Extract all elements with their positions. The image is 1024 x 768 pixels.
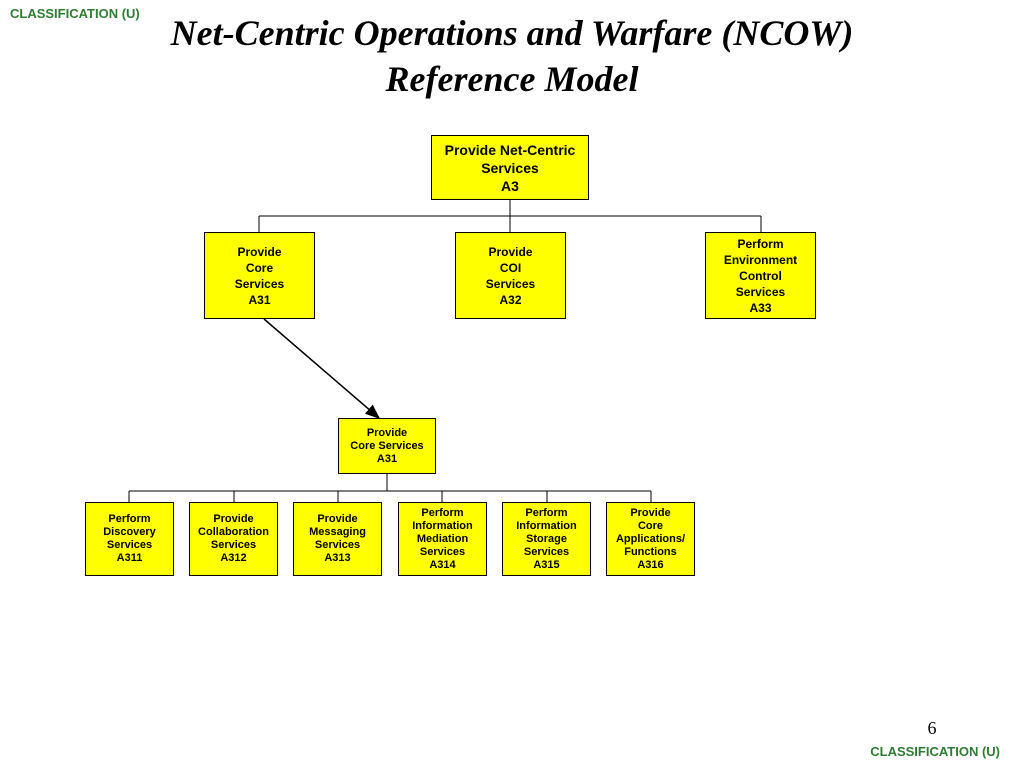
node-text: Discovery (103, 526, 156, 538)
node-a315-perform-information-storage-services: Perform Information Storage Services A31… (502, 502, 591, 576)
node-text: Provide (317, 513, 358, 525)
node-text: A31 (248, 292, 271, 307)
node-text: Control (739, 268, 782, 283)
node-a31-decomposition: Provide Core Services A31 (338, 418, 436, 474)
node-text: A316 (637, 558, 664, 571)
node-text: Services (314, 539, 361, 551)
node-text: Services (419, 545, 466, 558)
node-text: Functions (624, 545, 677, 558)
node-text: Services (481, 159, 539, 176)
node-text: Perform (108, 513, 151, 525)
node-text: Provide (237, 244, 282, 259)
node-text: A315 (533, 558, 560, 571)
node-text: Services (485, 276, 536, 291)
node-a33-perform-environment-control-services: Perform Environment Control Services A33 (705, 232, 816, 319)
node-text: Messaging (309, 526, 366, 538)
node-text: Services (523, 545, 570, 558)
page-title-line-2: Reference Model (385, 59, 639, 99)
node-text: A33 (749, 300, 772, 315)
node-a31-provide-core-services: Provide Core Services A31 (204, 232, 315, 319)
node-text: Core (637, 519, 664, 532)
node-text: Perform (737, 236, 784, 251)
node-text: Perform (421, 506, 464, 519)
node-a3-provide-net-centric-services: Provide Net-Centric Services A3 (431, 135, 589, 200)
node-text: COI (499, 260, 522, 275)
node-a32-provide-coi-services: Provide COI Services A32 (455, 232, 566, 319)
page-number: 6 (927, 718, 937, 738)
classification-banner-bottom: CLASSIFICATION (U) (870, 744, 1000, 759)
node-text: A31 (376, 452, 398, 465)
node-text: Services (735, 284, 786, 299)
node-text: A32 (499, 292, 522, 307)
node-text: Information (516, 519, 577, 532)
decomposition-arrow (263, 318, 381, 419)
node-text: Services (234, 276, 285, 291)
node-a314-perform-information-mediation-services: Perform Information Mediation Services A… (398, 502, 487, 576)
node-text: Mediation (416, 532, 469, 545)
node-text: Core (245, 260, 274, 275)
node-text: A314 (429, 558, 456, 571)
node-text: A312 (220, 552, 247, 564)
node-text: Applications/ (615, 532, 686, 545)
node-text: Provide (366, 426, 408, 439)
node-text: Provide (488, 244, 533, 259)
node-text: Perform (525, 506, 568, 519)
node-text: Information (412, 519, 473, 532)
node-text: Services (210, 539, 257, 551)
node-text: A311 (116, 552, 143, 564)
node-text: Environment (723, 252, 798, 267)
node-text: Provide Net-Centric (444, 141, 576, 158)
node-a312-provide-collaboration-services: Provide Collaboration Services A312 (189, 502, 278, 576)
node-a313-provide-messaging-services: Provide Messaging Services A313 (293, 502, 382, 576)
node-text: Collaboration (198, 526, 269, 538)
node-text: Storage (526, 532, 567, 545)
node-a316-provide-core-applications-functions: Provide Core Applications/ Functions A31… (606, 502, 695, 576)
node-text: Provide (213, 513, 254, 525)
node-text: Services (106, 539, 153, 551)
page-title-line-1: Net-Centric Operations and Warfare (NCOW… (170, 13, 854, 53)
node-text: Provide (630, 506, 671, 519)
node-a311-perform-discovery-services: Perform Discovery Services A311 (85, 502, 174, 576)
node-text: A313 (324, 552, 351, 564)
node-text: Core Services (350, 439, 424, 452)
classification-banner-top: CLASSIFICATION (U) (10, 6, 140, 21)
node-text: A3 (501, 177, 519, 194)
